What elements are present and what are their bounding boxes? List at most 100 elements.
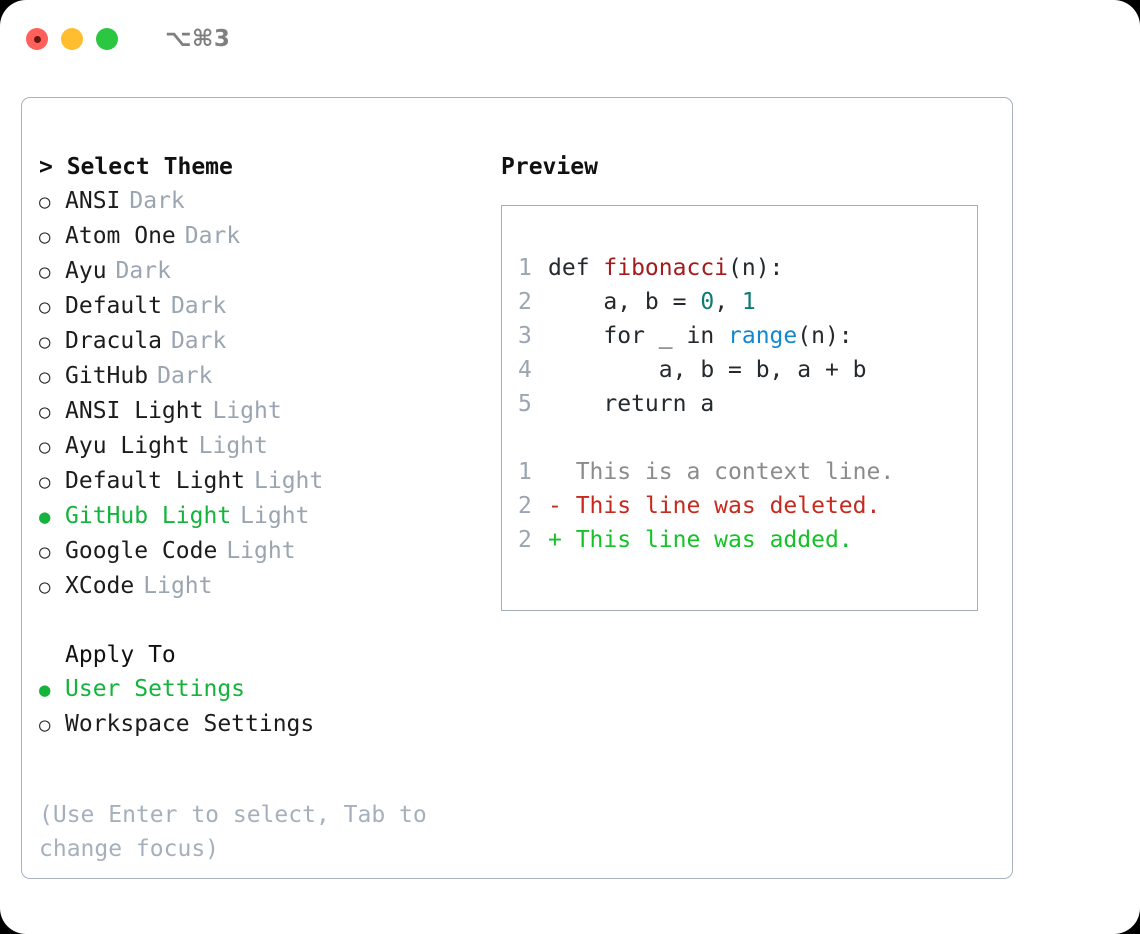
code-token-num: 0 (700, 289, 715, 315)
radio-unselected-icon: ○ (39, 576, 51, 598)
apply-to-heading: Apply To (65, 642, 176, 668)
code-token-plain: def (548, 255, 604, 281)
code-line: 2 a, b = 0, 1 (518, 285, 977, 319)
theme-option-label: Default Light (65, 468, 246, 494)
code-token-plain: return a (548, 391, 715, 417)
diff-marker: + (548, 527, 576, 553)
theme-option-label: ANSI (65, 188, 121, 214)
theme-option-ansi[interactable]: ○ ANSI Dark (39, 184, 479, 219)
theme-option-variant-tag: Dark (184, 223, 241, 249)
radio-unselected-icon: ○ (39, 714, 51, 736)
radio-unselected-icon: ○ (39, 436, 51, 458)
code-line-content: return a (548, 387, 714, 421)
diff-sample: 1 This is a context line.2- This line wa… (518, 455, 977, 557)
radio-unselected-icon: ○ (39, 541, 51, 563)
radio-unselected-icon: ○ (39, 366, 51, 388)
code-line: 4 a, b = b, a + b (518, 353, 977, 387)
theme-option-variant-tag: Dark (129, 188, 185, 214)
close-window-icon[interactable] (26, 28, 48, 50)
radio-unselected-icon: ○ (39, 191, 51, 213)
code-line: 1 def fibonacci(n): (518, 251, 977, 285)
radio-unselected-icon: ○ (39, 296, 51, 318)
theme-option-label: XCode (65, 573, 135, 599)
traffic-lights (26, 28, 118, 50)
code-line-number: 1 (518, 255, 532, 281)
radio-unselected-icon: ○ (39, 331, 51, 353)
code-token-plain: a, b = b, a + b (548, 357, 867, 383)
code-line-number: 4 (518, 357, 532, 383)
theme-option-variant-tag: Dark (115, 258, 171, 284)
diff-marker (548, 459, 576, 485)
keyboard-shortcut-label: ⌥⌘3 (165, 26, 231, 52)
theme-option-default[interactable]: ○ Default Dark (39, 289, 479, 324)
diff-text: This line was deleted. (575, 493, 881, 519)
diff-line-del: 2- This line was deleted. (518, 489, 977, 523)
title-bar: ⌥⌘3 (0, 0, 1140, 78)
code-line-number: 5 (518, 391, 532, 417)
keyboard-hint-text: (Use Enter to select, Tab to change focu… (39, 802, 427, 862)
radio-selected-icon: ● (39, 679, 51, 701)
theme-option-google-code[interactable]: ○ Google Code Light (39, 534, 479, 569)
theme-option-label: Google Code (65, 538, 218, 564)
apply-to-option-user-settings[interactable]: ● User Settings (39, 672, 479, 707)
code-token-plain: a, b = (548, 289, 701, 315)
diff-line-content: + This line was added. (548, 523, 853, 557)
theme-option-ayu[interactable]: ○ Ayu Dark (39, 254, 479, 289)
theme-option-variant-tag: Light (254, 468, 324, 494)
code-line-number: 3 (518, 323, 532, 349)
diff-line-add: 2 + This line was added. (518, 523, 977, 557)
apply-to-option-workspace-settings[interactable]: ○ Workspace Settings (39, 707, 479, 742)
radio-selected-icon: ● (39, 506, 51, 528)
code-token-call: range (728, 323, 798, 349)
code-token-num: 1 (741, 289, 756, 315)
code-line-content: for _ in range(n): (548, 319, 852, 353)
theme-option-variant-tag: Dark (170, 293, 227, 319)
radio-unselected-icon: ○ (39, 261, 51, 283)
theme-option-variant-tag: Light (226, 538, 296, 564)
theme-option-xcode[interactable]: ○ XCode Light (39, 569, 479, 604)
diff-text: This line was added. (575, 527, 853, 553)
select-theme-heading: > Select Theme (39, 154, 233, 180)
diff-line-ctx: 1 This is a context line. (518, 455, 977, 489)
theme-option-label: Atom One (65, 223, 176, 249)
radio-unselected-icon: ○ (39, 401, 51, 423)
diff-marker: - (548, 493, 576, 519)
apply-to-option-label: User Settings (65, 676, 246, 702)
theme-option-variant-tag: Light (198, 433, 268, 459)
theme-option-label: ANSI Light (65, 398, 204, 424)
theme-option-variant-tag: Dark (157, 363, 213, 389)
diff-line-content: - This line was deleted. (548, 489, 880, 523)
theme-option-label: Default (65, 293, 162, 319)
apply-to-option-label: Workspace Settings (65, 711, 315, 737)
theme-option-github[interactable]: ○ GitHub Dark (39, 359, 479, 394)
diff-line-content: This is a context line. (548, 455, 895, 489)
code-token-fn: fibonacci (603, 255, 729, 281)
theme-option-variant-tag: Light (240, 503, 310, 529)
code-line: 3 for _ in range(n): (518, 319, 977, 353)
zoom-window-icon[interactable] (96, 28, 118, 50)
code-token-plain: for _ in (548, 323, 729, 349)
diff-line-number: 2 (518, 527, 532, 553)
code-line-content: def fibonacci(n): (548, 251, 783, 285)
theme-option-ansi-light[interactable]: ○ ANSI Light Light (39, 394, 479, 429)
theme-option-label: Ayu Light (65, 433, 190, 459)
code-line-content: a, b = b, a + b (548, 353, 867, 387)
theme-option-label: Ayu (65, 258, 107, 284)
theme-option-variant-tag: Light (143, 573, 213, 599)
diff-line-number: 2 (518, 493, 532, 519)
theme-option-ayu-light[interactable]: ○ Ayu Light Light (39, 429, 479, 464)
theme-option-label: GitHub (65, 363, 149, 389)
code-line: 5 return a (518, 387, 977, 421)
diff-text: This is a context line. (575, 459, 895, 485)
theme-option-variant-tag: Light (212, 398, 282, 424)
minimize-window-icon[interactable] (61, 28, 83, 50)
